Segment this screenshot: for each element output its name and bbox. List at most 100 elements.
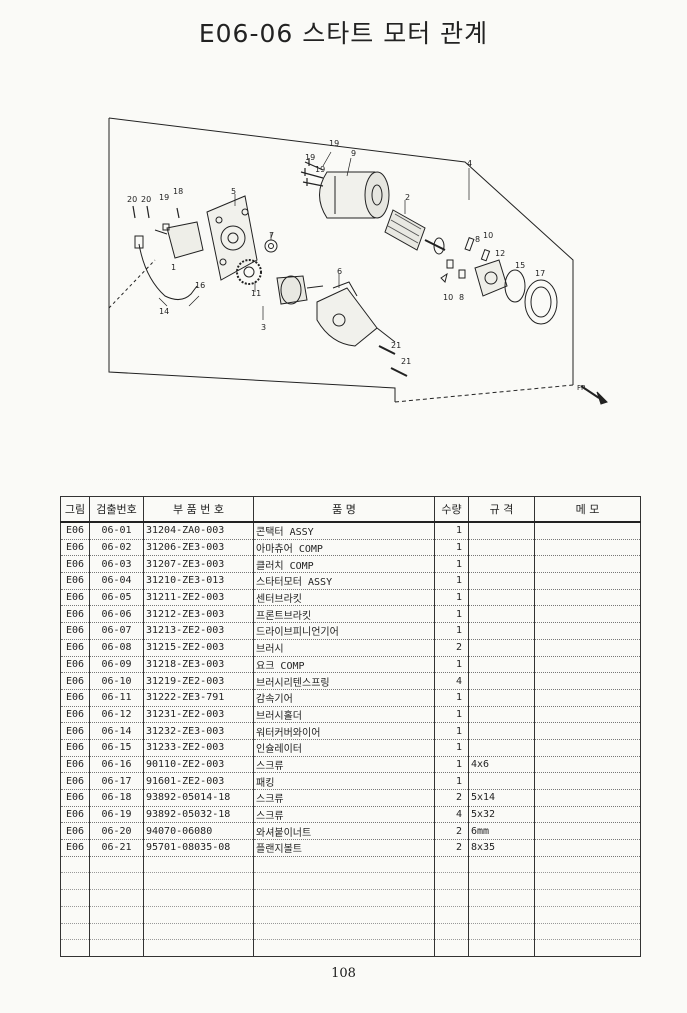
memo-cell xyxy=(534,605,641,624)
wire-terminal-drawing xyxy=(134,235,144,249)
part-number-cell: 31219-ZE2-003 xyxy=(143,672,254,690)
quantity-cell: 4 xyxy=(434,672,469,690)
part-number-cell: 93892-05014-18 xyxy=(143,789,254,807)
check-number-cell: 06-17 xyxy=(89,772,144,790)
spec-cell xyxy=(468,706,535,724)
quantity-cell: 1 xyxy=(434,605,469,624)
check-number-cell: 06-16 xyxy=(89,756,144,774)
empty-cell xyxy=(253,906,435,924)
callout-label: 10 xyxy=(483,231,493,240)
empty-cell xyxy=(534,906,641,924)
memo-cell xyxy=(534,806,641,824)
quantity-cell: 1 xyxy=(434,539,469,557)
part-name-cell: 스크류 xyxy=(253,789,435,807)
callout-label: 8 xyxy=(475,235,480,244)
empty-cell xyxy=(143,889,254,907)
quantity-cell: 4 xyxy=(434,806,469,824)
memo-cell xyxy=(534,772,641,790)
part-name-cell: 워터커버와이어 xyxy=(253,722,435,740)
spec-cell xyxy=(468,656,535,674)
check-number-cell: 06-04 xyxy=(89,572,144,590)
memo-cell xyxy=(534,839,641,857)
callout-label: 4 xyxy=(467,159,472,168)
empty-cell xyxy=(60,889,90,907)
header-figure: 그림 xyxy=(60,496,90,523)
empty-table-row xyxy=(60,939,641,957)
empty-cell xyxy=(434,856,469,874)
callout-label: 5 xyxy=(231,187,236,196)
quantity-cell: 2 xyxy=(434,822,469,841)
part-name-cell: 브러시홀더 xyxy=(253,706,435,724)
spec-cell xyxy=(468,739,535,757)
empty-cell xyxy=(253,889,435,907)
part-name-cell: 스크류 xyxy=(253,806,435,824)
clutch-comp-drawing xyxy=(276,275,324,305)
part-name-cell: 프론트브라킷 xyxy=(253,605,435,624)
callout-label: 3 xyxy=(261,323,266,332)
empty-cell xyxy=(534,923,641,941)
part-number-cell: 31207-ZE3-003 xyxy=(143,555,254,574)
check-number-cell: 06-14 xyxy=(89,722,144,740)
empty-cell xyxy=(143,856,254,874)
spec-cell xyxy=(468,572,535,590)
callout-labels: 1 2 3 4 5 6 7 8 8 9 10 10 11 12 14 15 16… xyxy=(127,139,588,392)
figure-cell: E06 xyxy=(60,555,90,574)
brush-spring-drawing xyxy=(440,237,491,283)
memo-cell xyxy=(534,672,641,690)
memo-cell xyxy=(534,822,641,841)
memo-cell xyxy=(534,522,641,540)
part-name-cell: 브러시리텐스프링 xyxy=(253,672,435,690)
check-number-cell: 06-10 xyxy=(89,672,144,690)
callout-label: 10 xyxy=(443,293,453,302)
memo-cell xyxy=(534,656,641,674)
empty-cell xyxy=(468,889,535,907)
center-bracket-drawing xyxy=(206,195,258,281)
spec-cell: 8x35 xyxy=(468,839,535,857)
empty-cell xyxy=(60,906,90,924)
memo-cell xyxy=(534,572,641,590)
header-spec: 규 격 xyxy=(468,496,535,523)
empty-cell xyxy=(143,872,254,891)
empty-cell xyxy=(89,856,144,874)
figure-cell: E06 xyxy=(60,605,90,624)
part-number-cell: 91601-ZE2-003 xyxy=(143,772,254,790)
callout-label: 20 xyxy=(127,195,137,204)
leader-lines xyxy=(158,151,470,320)
figure-cell: E06 xyxy=(60,539,90,557)
callout-label: 7 xyxy=(269,231,274,240)
quantity-cell: 1 xyxy=(434,622,469,640)
spec-cell: 6mm xyxy=(468,822,535,841)
spec-cell: 5x32 xyxy=(468,806,535,824)
quantity-cell: 1 xyxy=(434,572,469,590)
check-number-cell: 06-11 xyxy=(89,689,144,707)
insulator-drawing xyxy=(504,269,526,303)
water-cover-wire-drawing xyxy=(138,243,198,300)
part-number-cell: 95701-08035-08 xyxy=(143,839,254,857)
empty-cell xyxy=(468,906,535,924)
empty-cell xyxy=(468,872,535,891)
empty-cell xyxy=(534,889,641,907)
spec-cell: 5x14 xyxy=(468,789,535,807)
memo-cell xyxy=(534,589,641,607)
callout-label: 19 xyxy=(329,139,339,148)
part-name-cell: 플랜지볼트 xyxy=(253,839,435,857)
check-number-cell: 06-02 xyxy=(89,539,144,557)
empty-cell xyxy=(60,856,90,874)
part-name-cell: 스크류 xyxy=(253,756,435,774)
part-name-cell: 브러시 xyxy=(253,639,435,657)
memo-cell xyxy=(534,706,641,724)
quantity-cell: 1 xyxy=(434,739,469,757)
contactor-drawing xyxy=(154,221,204,259)
empty-cell xyxy=(434,939,469,957)
spec-cell xyxy=(468,622,535,640)
exploded-parts-diagram: 1 2 3 4 5 6 7 8 8 9 10 10 11 12 14 15 16… xyxy=(108,117,608,405)
spec-cell xyxy=(468,555,535,574)
part-number-cell: 31215-ZE2-003 xyxy=(143,639,254,657)
